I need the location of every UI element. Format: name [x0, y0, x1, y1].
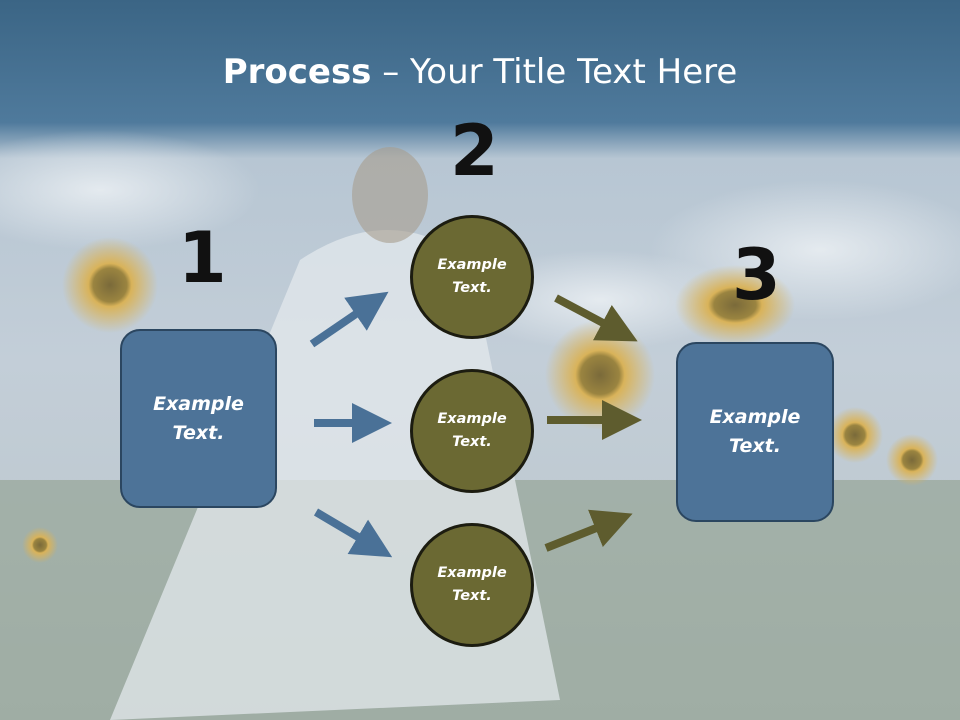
step-number-1: 1 [178, 217, 227, 299]
right-box-line1: Example [709, 406, 801, 428]
circle-bottom-line1: Example [437, 565, 507, 581]
arrow-left-to-top [309, 291, 389, 348]
arrow-bottom-to-right [544, 509, 633, 552]
step-number-2: 2 [450, 110, 499, 192]
title-bold: Process [222, 52, 372, 92]
arrow-top-to-right [554, 294, 638, 342]
step-number-3: 3 [732, 234, 781, 316]
title-rest: – Your Title Text Here [371, 52, 738, 92]
left-box-line1: Example [153, 392, 244, 415]
circle-top-line1: Example [437, 257, 507, 273]
left-box-line2: Text. [172, 421, 225, 444]
circle-middle-line2: Text. [452, 434, 492, 450]
circle-top-line2: Text. [452, 280, 492, 296]
right-box-line2: Text. [729, 435, 781, 457]
slide-title: Process – Your Title Text Here [0, 52, 960, 92]
circle-bottom-line2: Text. [452, 588, 492, 604]
arrow-left-to-bottom [313, 508, 393, 558]
circle-middle-line1: Example [437, 411, 507, 427]
